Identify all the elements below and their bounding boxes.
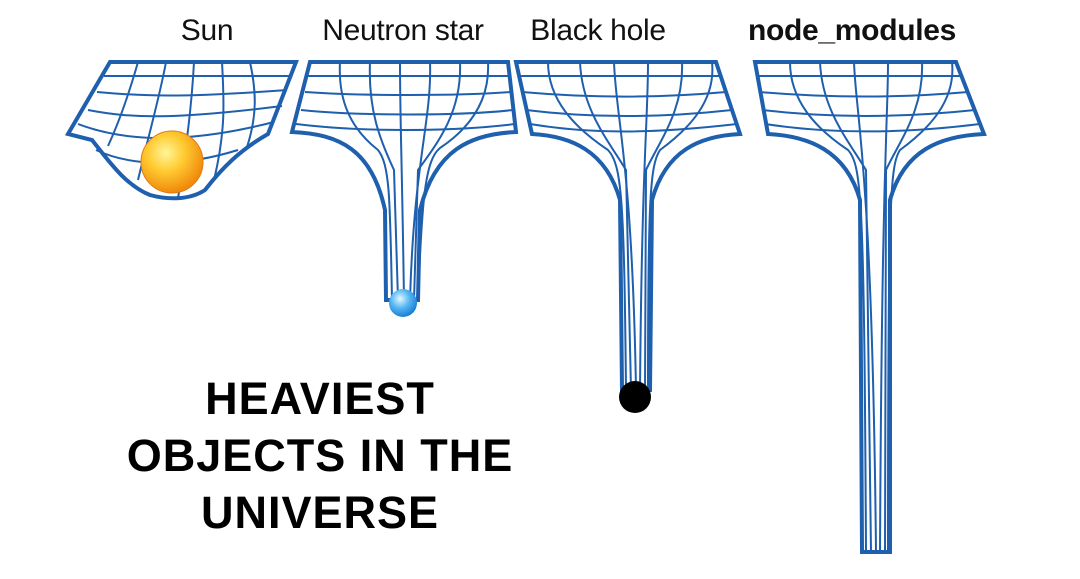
- neutron-star-spacetime-grid: [289, 60, 519, 302]
- node-modules-label: node_modules: [747, 14, 957, 47]
- caption-line-1: HEAVIEST: [205, 373, 435, 424]
- neutron-star-sphere: [389, 289, 417, 317]
- black-hole-sphere: [619, 381, 651, 413]
- caption-heading: HEAVIEST OBJECTS IN THE UNIVERSE: [85, 370, 555, 541]
- sun-sphere: [140, 130, 204, 194]
- black-hole-spacetime-grid: [513, 60, 743, 392]
- sun-label: Sun: [180, 14, 234, 47]
- black-hole-label: Black hole: [530, 14, 666, 47]
- caption-line-2: OBJECTS IN THE: [126, 430, 514, 481]
- node-modules-spacetime-grid: [752, 60, 987, 554]
- caption-line-3: UNIVERSE: [200, 487, 440, 538]
- neutron-star-label: Neutron star: [322, 14, 484, 47]
